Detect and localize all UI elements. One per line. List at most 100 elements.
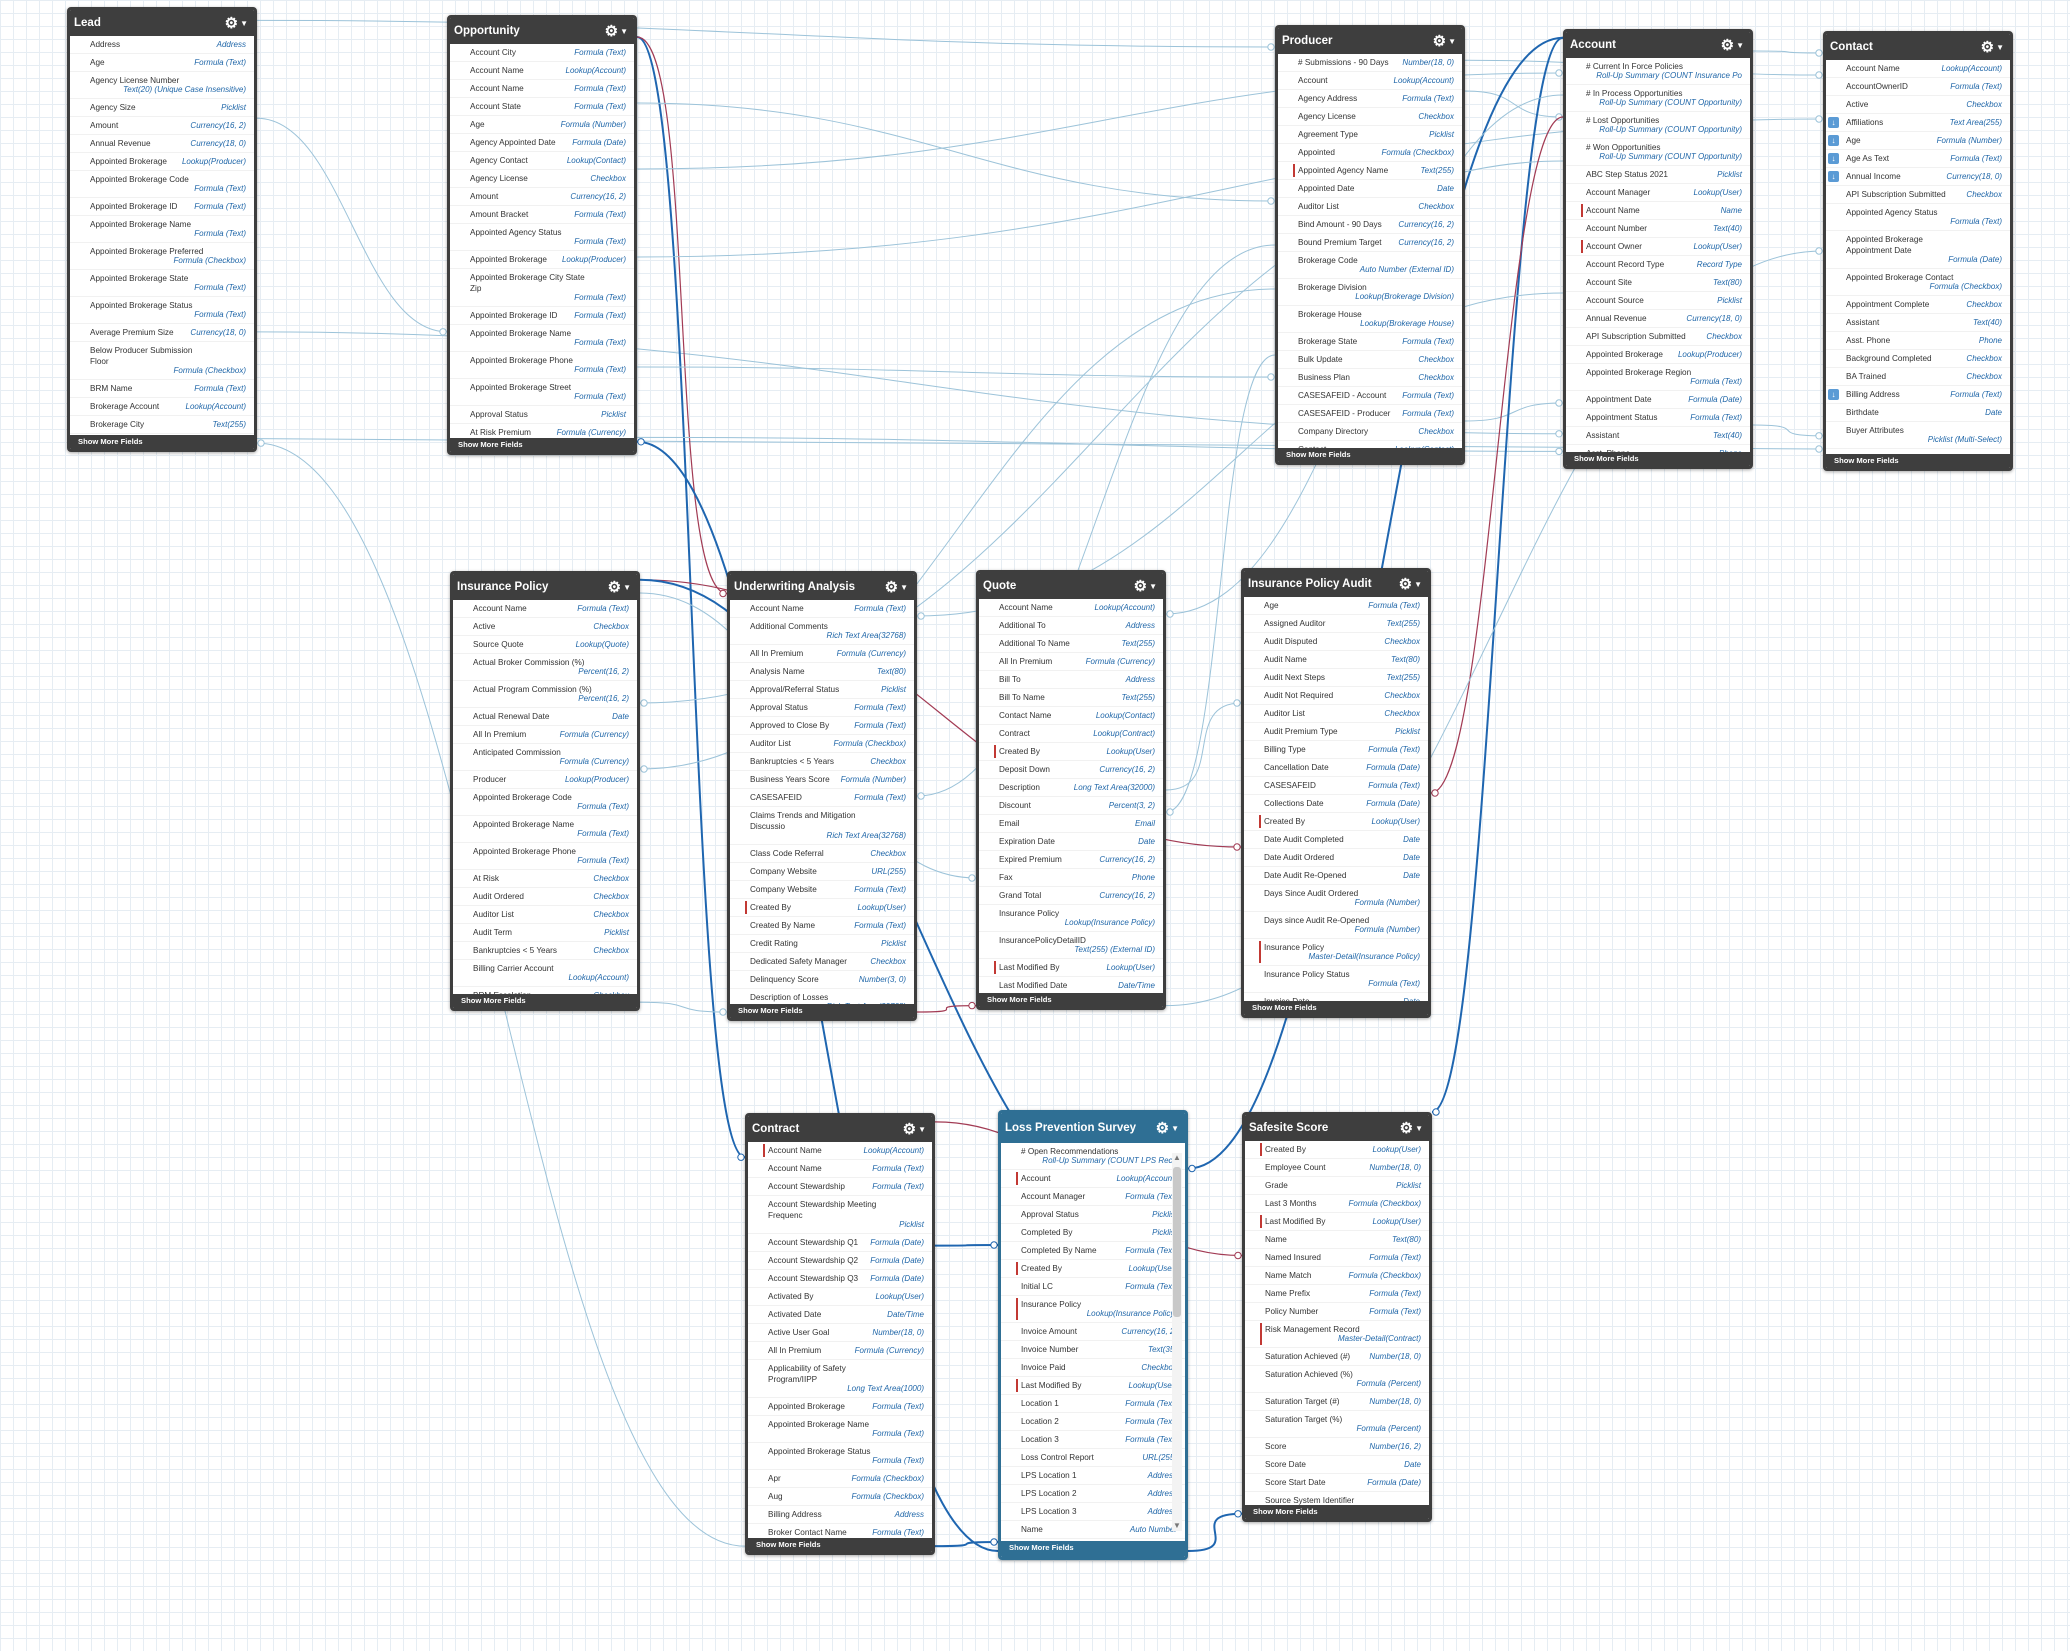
object-header[interactable]: Insurance Policy⚙▼ [453,574,637,600]
scroll-down-icon[interactable]: ▼ [1173,1521,1181,1530]
gear-icon[interactable]: ⚙▼ [1980,39,2004,56]
show-more-fields-link[interactable]: Show More Fields [979,993,1163,1007]
field-row[interactable]: Saturation Achieved (#)Number(18, 0) [1245,1348,1429,1366]
chevron-down-icon[interactable]: ▼ [240,19,248,28]
scroll-up-icon[interactable]: ▲ [1173,1153,1181,1162]
download-arrow-icon[interactable]: ↓ [1828,153,1839,164]
chevron-down-icon[interactable]: ▼ [1736,41,1744,50]
download-arrow-icon[interactable]: ↓ [1828,389,1839,400]
scrollbar[interactable]: ▲▼ [1172,1153,1182,1531]
gear-icon[interactable]: ⚙▼ [224,15,248,32]
chevron-down-icon[interactable]: ▼ [1149,582,1157,591]
object-header[interactable]: Producer⚙▼ [1278,28,1462,54]
show-more-fields-link[interactable]: Show More Fields [1001,1541,1185,1557]
object-header[interactable]: Underwriting Analysis⚙▼ [730,574,914,600]
download-arrow-icon[interactable]: ↓ [1828,117,1839,128]
gear-icon[interactable]: ⚙▼ [1432,33,1456,50]
chevron-down-icon[interactable]: ▼ [900,583,908,592]
scrollbar-thumb[interactable] [1173,1167,1181,1317]
show-more-fields-link[interactable]: Show More Fields [1278,448,1462,462]
field-row[interactable]: Saturation Achieved (%)Formula (Percent) [1245,1366,1429,1393]
